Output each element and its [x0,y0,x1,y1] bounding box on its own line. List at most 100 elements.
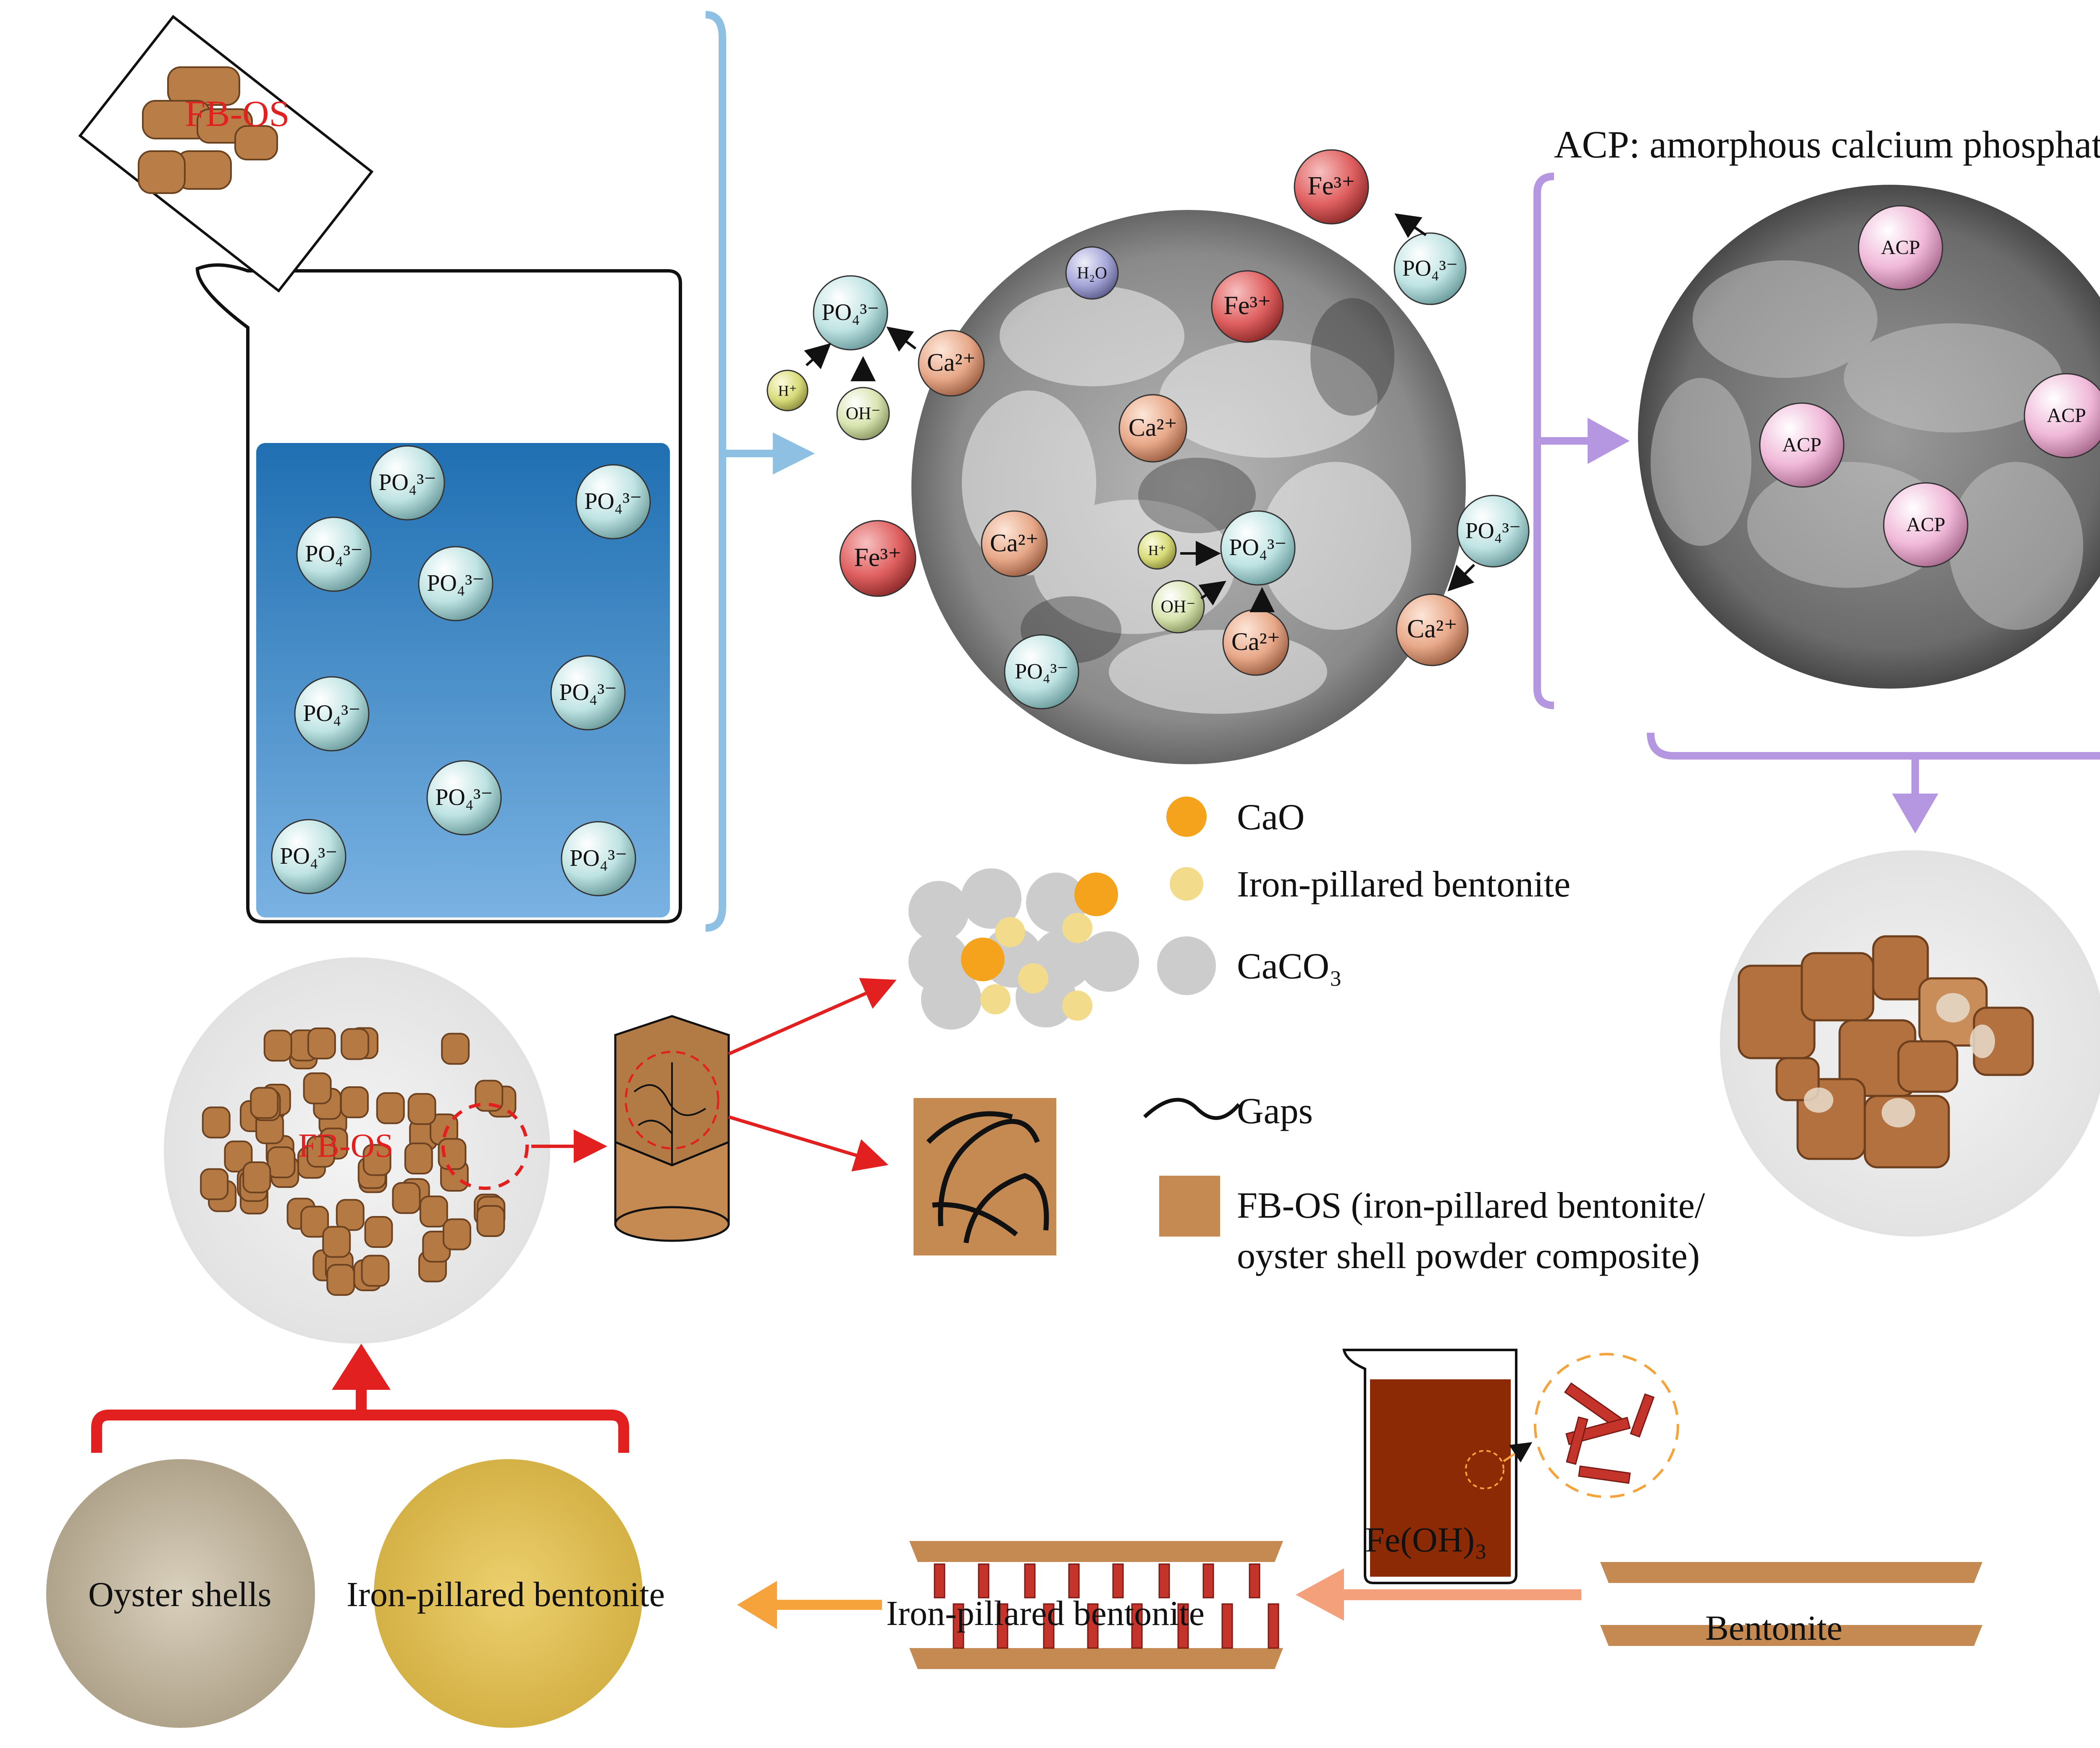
fbos-pellet [300,1206,329,1238]
arrow-to-particles [728,978,897,1056]
fe-pillar [953,1603,964,1649]
reaction-h2o-ion-6-label: H₂O [1077,263,1107,282]
acp-particle-3-label: ACP [1906,514,1945,536]
gaps-square [914,1098,1056,1255]
photo-oyster-shells: Oyster shells [46,1459,315,1728]
reaction-fe-ion-4-label: Fe³⁺ [1307,172,1355,200]
iron-bentonite-particle [980,984,1011,1014]
fbos-pellet [202,1106,231,1139]
fe-pillar [1249,1563,1260,1599]
arrow-to-gaps [728,1115,889,1171]
acp-particle-2: ACP [2024,373,2100,459]
legend-fbos-label-2: oyster shell powder composite) [1237,1236,1700,1276]
beaker-po4-ion-2: PO₄³⁻ [296,516,372,592]
fbos-photo-label: FB-OS [298,1127,394,1164]
reaction-ca-ion-14-label: Ca²⁺ [1231,628,1280,655]
fe-pillar [1068,1563,1080,1599]
reaction-fe-ion-7-label: Fe³⁺ [1223,291,1271,320]
beaker-po4-ion-4: PO₄³⁻ [294,676,370,752]
fbos-pellet [322,1226,351,1258]
beaker-po4-ion-0: PO₄³⁻ [370,445,445,521]
fbos-pellet [362,1144,391,1176]
reaction-ca-ion-10-label: Ca²⁺ [990,529,1039,557]
fbos-beaker-label: FB-OS [185,94,289,134]
legend-cao-swatch [1166,797,1207,837]
reaction-h2o-ion-6: H₂O [1065,246,1119,300]
legend-iron-bentonite-label: Iron-pillared bentonite [1237,864,1570,905]
reaction-po4-ion-15-label: PO₄³⁻ [1015,660,1068,684]
reaction-arrows [804,213,1475,612]
photo-iron-bentonite-powder: Iron-pillared bentonite [346,1459,665,1728]
reaction-po4-ion-0-label: PO₄³⁻ [822,299,879,325]
reaction-fe-ion-9-label: Fe³⁺ [854,543,901,572]
fbos-pellet [263,1030,292,1062]
oyster-shells-label: Oyster shells [88,1575,271,1614]
fe-pillar [1202,1563,1214,1599]
fbos-pellet [267,1146,296,1179]
reaction-po4-ion-15: PO₄³⁻ [1004,634,1079,710]
reaction-ca-ion-17-label: Ca²⁺ [1407,615,1457,643]
fe-pillar [1177,1603,1189,1649]
reaction-oh-ion-13-label: OH⁻ [1161,598,1196,617]
iron-bentonite-powder-label: Iron-pillared bentonite [346,1575,665,1614]
reaction-po4-ion-16-label: PO₄³⁻ [1465,518,1521,543]
fe-pillar [934,1563,945,1599]
fe-pillar [1158,1563,1170,1599]
reaction-po4-ion-16: PO₄³⁻ [1457,495,1530,568]
reaction-oh-ion-3-label: OH⁻ [846,404,881,424]
iron-bentonite-particle [995,917,1025,947]
fbos-pellet [326,1264,355,1296]
beaker-po4-ion-0-label: PO₄³⁻ [378,469,436,495]
reaction-po4-ion-5-label: PO₄³⁻ [1402,255,1458,280]
bracket-blue [705,11,815,932]
reaction-oh-ion-3: OH⁻ [836,387,890,440]
feoh3-beaker: Fe(OH)₃ [1342,1349,1533,1584]
reaction-h-ion-2: H⁺ [766,370,808,411]
caco3-particle [921,969,982,1030]
reaction-ca-ion-14: Ca²⁺ [1222,609,1289,676]
fbos-pellet [200,1168,229,1200]
reaction-fe-ion-4: Fe³⁺ [1294,149,1369,225]
beaker-ions: PO₄³⁻PO₄³⁻PO₄³⁻PO₄³⁻PO₄³⁻PO₄³⁻PO₄³⁻PO₄³⁻… [271,445,651,896]
fbos-pellet [442,1218,471,1250]
iron-bentonite-particle [1062,913,1092,943]
caco3-particle [961,868,1021,929]
fbos-pellet [392,1182,421,1214]
iron-bentonite-layers-label: Iron-pillared bentonite [886,1594,1205,1633]
acp-particle-1-label: ACP [1782,434,1821,456]
fbos-pellet [407,1093,436,1125]
photo-after-adsorption [1720,850,2100,1237]
reaction-h-ion-11: H⁺ [1137,530,1177,570]
legend-fbos-label-1: FB-OS (iron-pillared bentonite/ [1237,1185,1705,1226]
fbos-pellet [341,1028,370,1060]
beaker-po4-ion-3: PO₄³⁻ [418,546,494,621]
beaker-po4-ion-8: PO₄³⁻ [561,821,636,896]
bracket-purple [1533,173,1630,709]
acp-particle-1: ACP [1759,402,1845,488]
reaction-ca-ion-10: Ca²⁺ [981,510,1048,577]
fbos-pellet [438,1138,467,1170]
fbos-cylinders [138,66,278,194]
fbos-pellet [336,1199,365,1231]
reaction-ca-ion-17: Ca²⁺ [1396,593,1469,666]
reaction-ca-ion-8: Ca²⁺ [1118,394,1187,463]
legend: CaO Iron-pillared bentonite CaCO₃ Gaps F… [1143,797,1705,1276]
legend-fbos-swatch [1159,1176,1220,1237]
beaker-po4-ion-5: PO₄³⁻ [550,655,626,731]
iron-bentonite-particle [1062,991,1092,1021]
fbos-pellet [476,1205,505,1237]
particle-cluster [908,868,1139,1030]
legend-caco3-label: CaCO₃ [1237,946,1342,987]
legend-gaps-label: Gaps [1237,1091,1313,1132]
fbos-pellet [242,1161,271,1193]
bracket-purple-bottom [1647,732,2100,833]
beaker-po4-ion-3-label: PO₄³⁻ [427,570,484,596]
sem-image-acp [1638,185,2100,689]
beaker-po4-ion-5-label: PO₄³⁻ [559,679,617,705]
reaction-fe-ion-9: Fe³⁺ [839,520,916,597]
beaker-po4-ion-1: PO₄³⁻ [575,464,651,540]
beaker-po4-ion-6: PO₄³⁻ [426,760,502,836]
feoh3-label: Fe(OH)₃ [1365,1520,1487,1559]
legend-caco3-swatch [1157,936,1216,995]
